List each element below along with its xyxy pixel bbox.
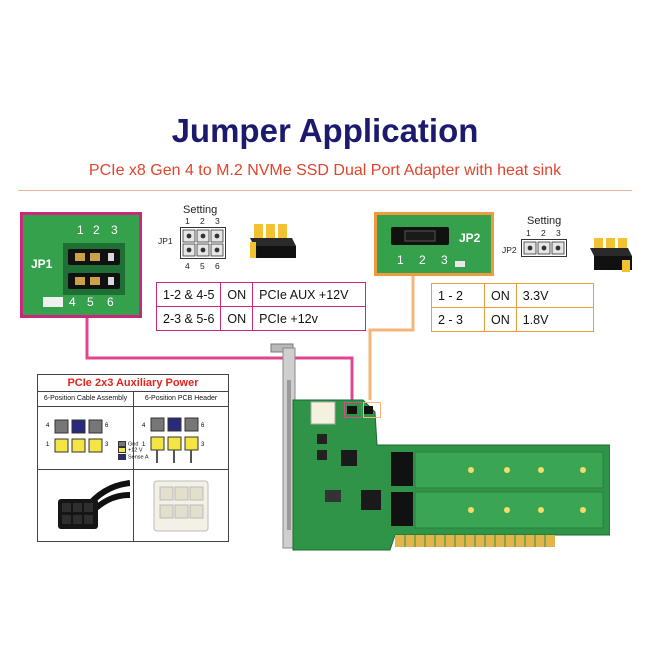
jp1-setting-label: Setting <box>183 204 218 216</box>
aux-header-pin-6: 6 <box>201 423 205 429</box>
table-row: 1 - 2 ON 3.3V <box>431 283 594 308</box>
aux-header-pin-3: 3 <box>201 442 205 448</box>
aux-cable-pin-4: 4 <box>46 423 50 429</box>
aux-cable-pin-1: 1 <box>46 442 50 448</box>
aux-cable-pin-6: 6 <box>105 423 109 429</box>
jp1-callout-line <box>85 313 354 400</box>
jp1-diagram-pin-3: 3 <box>215 216 220 226</box>
aux-header-pinout <box>150 417 199 463</box>
jp1-location-marker <box>344 402 362 418</box>
aux-header-pin-1: 1 <box>142 442 146 448</box>
jp1-photo-pin-6: 6 <box>107 295 114 309</box>
jp1-photo-pin-5: 5 <box>87 295 94 309</box>
jp1-row2-state: ON <box>220 306 254 331</box>
aux-power-title: PCIe 2x3 Auxiliary Power <box>38 375 228 392</box>
aux-header-photo <box>153 480 209 532</box>
legend-sense-a: Sense A <box>128 454 149 461</box>
aux-col-header: 6-Position PCB Header <box>134 392 228 407</box>
table-row: 1-2 & 4-5 ON PCIe AUX +12V <box>155 282 367 307</box>
aux-cable-photo <box>58 480 130 529</box>
jp2-photo-art <box>377 215 491 273</box>
aux-divider <box>133 392 134 541</box>
jp1-photo-pin-3: 3 <box>111 223 118 237</box>
jp2-row1-pins: 1 - 2 <box>431 283 485 308</box>
jp1-photo-art <box>23 215 139 315</box>
jp2-photo-pin-1: 1 <box>397 253 404 267</box>
jp1-photo-pin-2: 2 <box>93 223 100 237</box>
jp1-row2-pins: 2-3 & 5-6 <box>155 306 222 331</box>
jp2-photo: JP2 1 2 3 <box>374 212 494 276</box>
table-row: 2-3 & 5-6 ON PCIe +12v <box>155 306 367 331</box>
jp1-row1-function: PCIe AUX +12V <box>252 282 367 307</box>
page-subtitle: PCIe x8 Gen 4 to M.2 NVMe SSD Dual Port … <box>88 162 562 179</box>
page-title: Jumper Application <box>171 112 479 149</box>
jp2-photo-pin-2: 2 <box>419 253 426 267</box>
jp2-location-marker <box>363 402 381 418</box>
aux-cable-pinout <box>54 419 103 453</box>
jp2-row1-state: ON <box>484 283 517 308</box>
jp2-setting-label: Setting <box>527 215 562 227</box>
jp1-row2-function: PCIe +12v <box>252 306 367 331</box>
jp1-diagram-pin-4: 4 <box>185 261 190 271</box>
jp1-diagram-pin-6: 6 <box>215 261 220 271</box>
jp1-row1-pins: 1-2 & 4-5 <box>155 282 222 307</box>
jp2-settings-table: 1 - 2 ON 3.3V 2 - 3 ON 1.8V <box>431 283 594 332</box>
jp1-photo: JP1 1 2 3 4 5 6 <box>20 212 142 318</box>
jp2-row1-function: 3.3V <box>515 283 594 308</box>
jp2-row2-function: 1.8V <box>515 307 594 332</box>
jp2-diagram-label: JP2 <box>502 245 517 255</box>
aux-power-panel: PCIe 2x3 Auxiliary Power 6-Position Cabl… <box>37 374 229 542</box>
adapter-card-image <box>270 343 610 551</box>
jp1-pin-grid <box>180 227 226 259</box>
legend-12v: +12 V <box>128 447 143 454</box>
jp2-row2-state: ON <box>484 307 517 332</box>
table-row: 2 - 3 ON 1.8V <box>431 307 594 332</box>
jp1-diagram-label: JP1 <box>158 236 173 246</box>
legend-gnd: Gnd <box>128 441 139 448</box>
aux-legend: Gnd +12 V Sense A <box>118 441 149 460</box>
jp2-callout-line <box>368 274 415 400</box>
jp2-diagram-pin-1: 1 <box>526 228 531 238</box>
aux-row-divider <box>38 469 228 470</box>
jp2-photo-label: JP2 <box>459 231 481 245</box>
jp2-jumper-cap-image <box>590 238 632 272</box>
jp1-row1-state: ON <box>220 282 254 307</box>
jp1-jumper-cap-image <box>250 224 296 258</box>
jp2-diagram-pin-2: 2 <box>541 228 546 238</box>
jp1-photo-pin-4: 4 <box>69 295 76 309</box>
title-divider <box>18 190 632 191</box>
jp1-diagram-pin-5: 5 <box>200 261 205 271</box>
jp1-photo-label: JP1 <box>31 257 53 271</box>
jp2-diagram-pin-3: 3 <box>556 228 561 238</box>
aux-header-pin-4: 4 <box>142 423 146 429</box>
jp1-diagram-pin-2: 2 <box>200 216 205 226</box>
jp2-pin-grid <box>521 239 567 257</box>
jp2-photo-pin-3: 3 <box>441 253 448 267</box>
jp2-row2-pins: 2 - 3 <box>431 307 485 332</box>
jp1-photo-pin-1: 1 <box>77 223 84 237</box>
jp1-diagram-pin-1: 1 <box>185 216 190 226</box>
jp2-setting-diagram: JP2 1 2 3 <box>502 228 582 262</box>
jp1-settings-table: 1-2 & 4-5 ON PCIe AUX +12V 2-3 & 5-6 ON … <box>155 282 367 331</box>
jp1-setting-diagram: JP1 1 2 3 4 5 6 <box>158 216 238 272</box>
aux-col-cable: 6-Position Cable Assembly <box>38 392 134 407</box>
aux-cable-pin-3: 3 <box>105 442 109 448</box>
